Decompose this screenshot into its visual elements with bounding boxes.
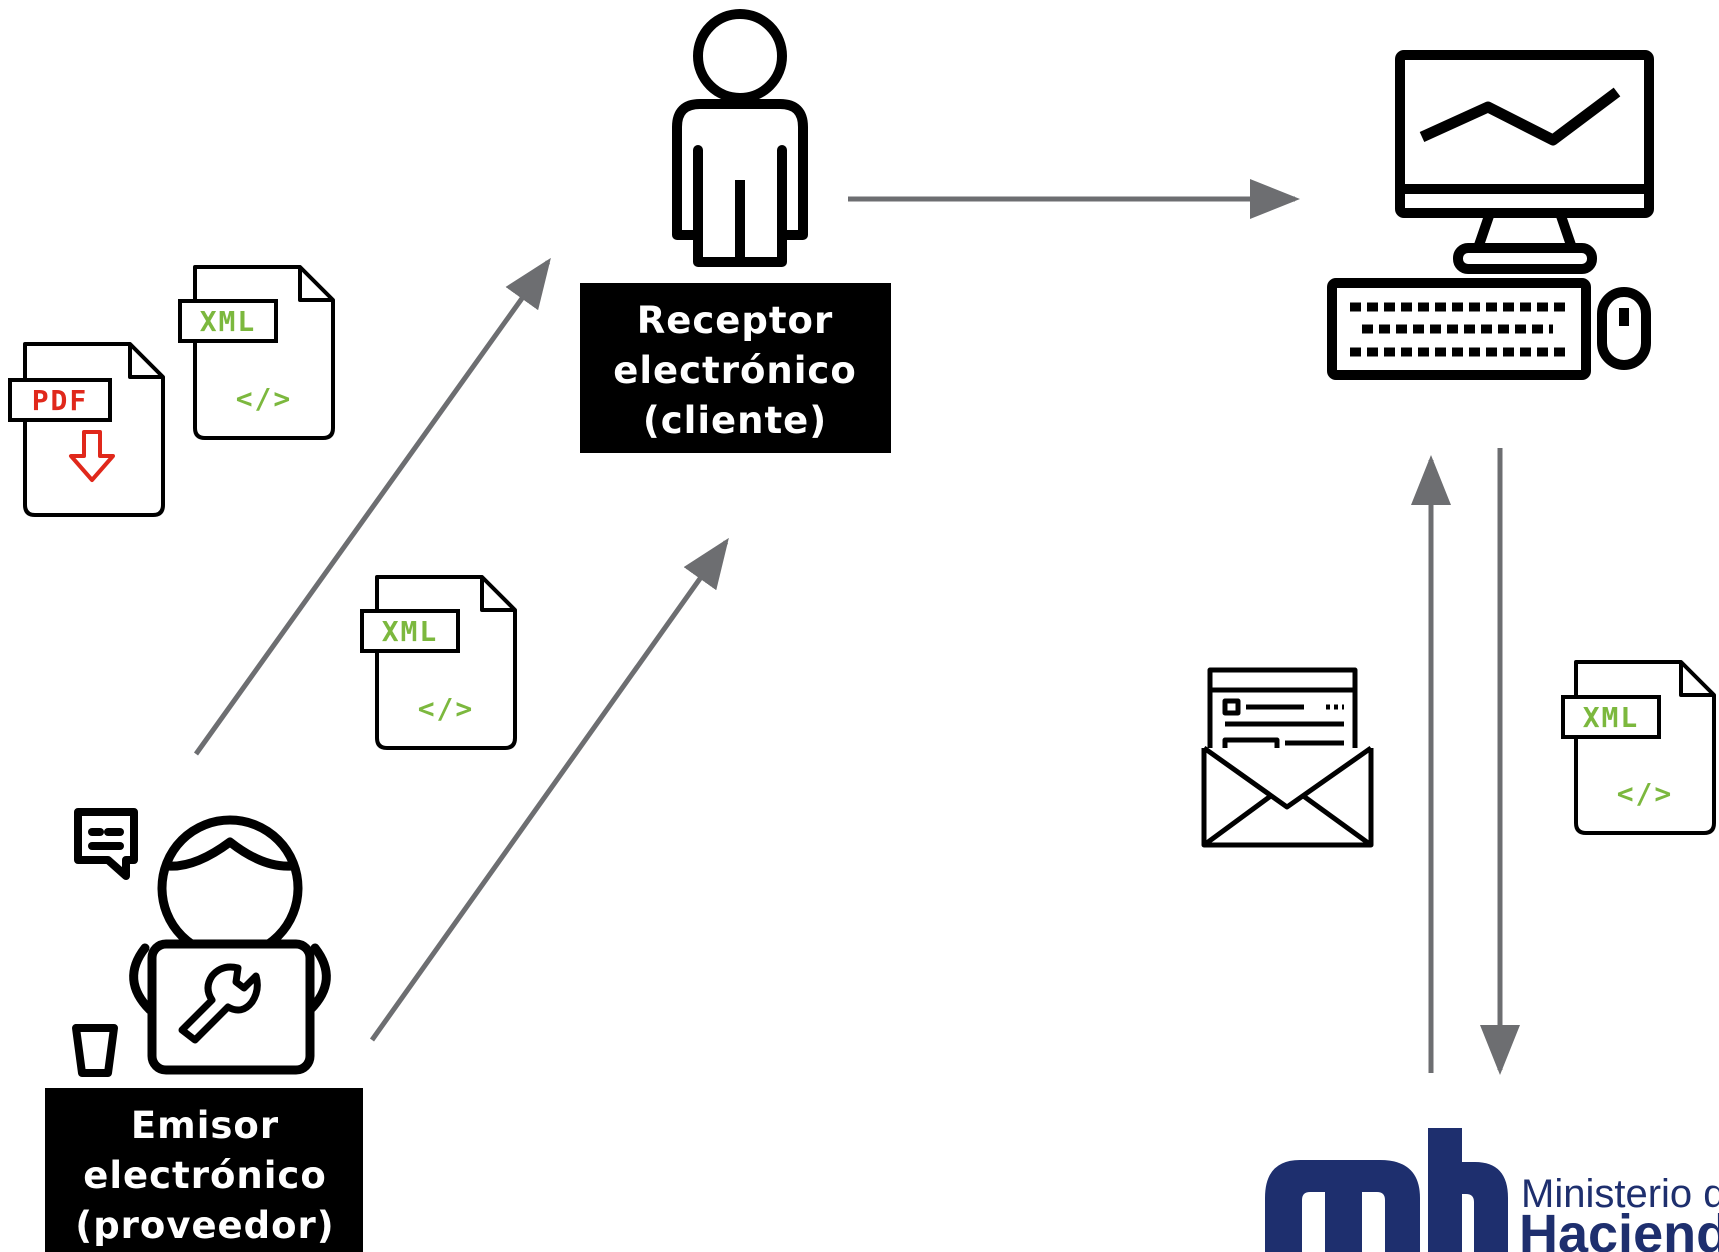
receptor-label-line-3: (cliente) <box>643 399 827 442</box>
emisor-label: Emisor electrónico (proveedor) <box>45 1088 363 1252</box>
receptor-label-line-1: Receptor <box>637 299 833 342</box>
logo-line-2: Hacienda <box>1519 1204 1719 1252</box>
emisor-label-box <box>45 1088 363 1252</box>
receptor-label: Receptor electrónico (cliente) <box>580 283 891 453</box>
ministerio-hacienda-logo: Ministerio de Hacienda <box>1265 1128 1719 1252</box>
xml-file-icon-right: XML </> <box>1561 660 1716 835</box>
emisor-label-line-2: electrónico <box>83 1154 327 1197</box>
receptor-label-line-2: electrónico <box>613 349 857 392</box>
arrow-emisor-to-receptor-upper <box>193 257 551 756</box>
logo-line-1: Ministerio de <box>1521 1172 1719 1216</box>
xml-file-icon-middle: XML </> <box>360 575 517 750</box>
person-icon <box>672 9 808 267</box>
xml-tag-middle: XML <box>382 615 439 648</box>
xml-tag-right: XML <box>1583 701 1640 734</box>
computer-icon <box>1327 50 1654 380</box>
emisor-label-line-3: (proveedor) <box>75 1204 334 1247</box>
xml-file-icon-top: XML </> <box>178 265 335 440</box>
emisor-label-line-1: Emisor <box>131 1104 279 1147</box>
xml-code-glyph-middle: </> <box>418 692 475 725</box>
pdf-tag: PDF <box>32 384 89 417</box>
email-envelope-icon <box>1201 667 1374 848</box>
xml-code-glyph-top: </> <box>236 382 293 415</box>
arrows <box>193 179 1520 1075</box>
pdf-file-icon: PDF <box>8 342 165 517</box>
xml-code-glyph-right: </> <box>1617 777 1674 810</box>
mh-mark <box>1265 1128 1508 1252</box>
arrow-emisor-to-receptor-lower <box>369 537 729 1042</box>
download-arrow-icon <box>69 430 115 482</box>
receptor-label-box <box>580 283 891 453</box>
support-agent-icon <box>72 808 331 1077</box>
xml-tag-top: XML <box>200 305 257 338</box>
